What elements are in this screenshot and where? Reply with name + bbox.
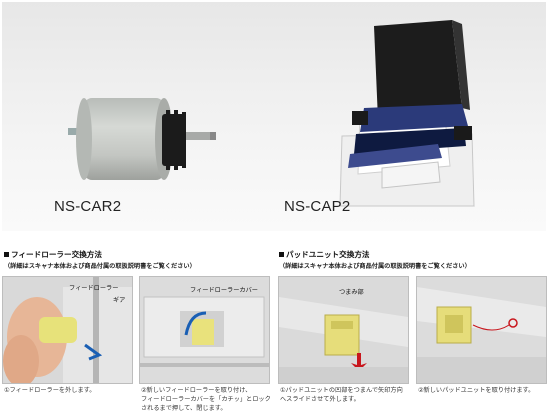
section-title-feed-roller: フィードローラー交換方法	[4, 249, 102, 260]
callout-gear: ギア	[113, 297, 126, 304]
caption-line: ①パッドユニットの凹部をつまんで矢印方向	[280, 387, 403, 394]
caption-line: フィードローラーカバーを「カチッ」とロック	[141, 396, 271, 403]
section-note-pad-unit: （詳細はスキャナ本体および商品付属の取扱説明書をご覧ください）	[279, 263, 471, 270]
caption-line: へスライドさせて外します。	[280, 396, 360, 403]
callout-feed-roller: フィードローラー	[69, 285, 119, 292]
section-note-feed-roller: （詳細はスキャナ本体および商品付属の取扱説明書をご覧ください）	[4, 263, 196, 270]
caption-feed-roller-step-2: ②新しいフィードローラーを取り付け、 フィードローラーカバーを「カチッ」とロック…	[141, 386, 271, 413]
caption-pad-unit-step-2: ②新しいパッドユニットを取り付けます。	[418, 387, 535, 394]
bullet-icon	[279, 251, 284, 257]
caption-line: ②新しいフィードローラーを取り付け、	[141, 387, 252, 394]
callout-grip: つまみ部	[339, 289, 364, 296]
photo-feed-roller-step-2: フィードローラーカバー	[139, 276, 270, 384]
bullet-icon	[4, 251, 9, 257]
product-label-ns-cap2: NS-CAP2	[284, 198, 351, 215]
caption-pad-unit-step-1: ①パッドユニットの凹部をつまんで矢印方向 へスライドさせて外します。	[280, 386, 403, 404]
product-label-ns-car2: NS-CAR2	[54, 198, 122, 215]
photo-feed-roller-step-1: フィードローラー ギア	[2, 276, 133, 384]
pad-unit-removal-illustration	[279, 277, 408, 383]
section-title-text: フィードローラー交換方法	[11, 250, 102, 259]
cover-closing-illustration	[140, 277, 269, 383]
pad-unit-install-illustration	[417, 277, 546, 383]
photo-pad-unit-step-1: つまみ部	[278, 276, 409, 384]
callout-feed-roller-cover: フィードローラーカバー	[190, 287, 258, 294]
section-title-text: パッドユニット交換方法	[286, 250, 370, 259]
product-panel: NS-CAR2 NS-CAP2	[2, 2, 546, 231]
photo-pad-unit-step-2	[416, 276, 547, 384]
caption-line: されるまで押して、閉じます。	[141, 405, 227, 412]
section-title-pad-unit: パッドユニット交換方法	[279, 249, 370, 260]
feed-roller-icon	[68, 98, 216, 180]
pad-unit-icon	[339, 20, 475, 207]
caption-feed-roller-step-1: ①フィードローラーを外します。	[4, 387, 96, 394]
hand-removing-roller-illustration	[3, 277, 132, 383]
